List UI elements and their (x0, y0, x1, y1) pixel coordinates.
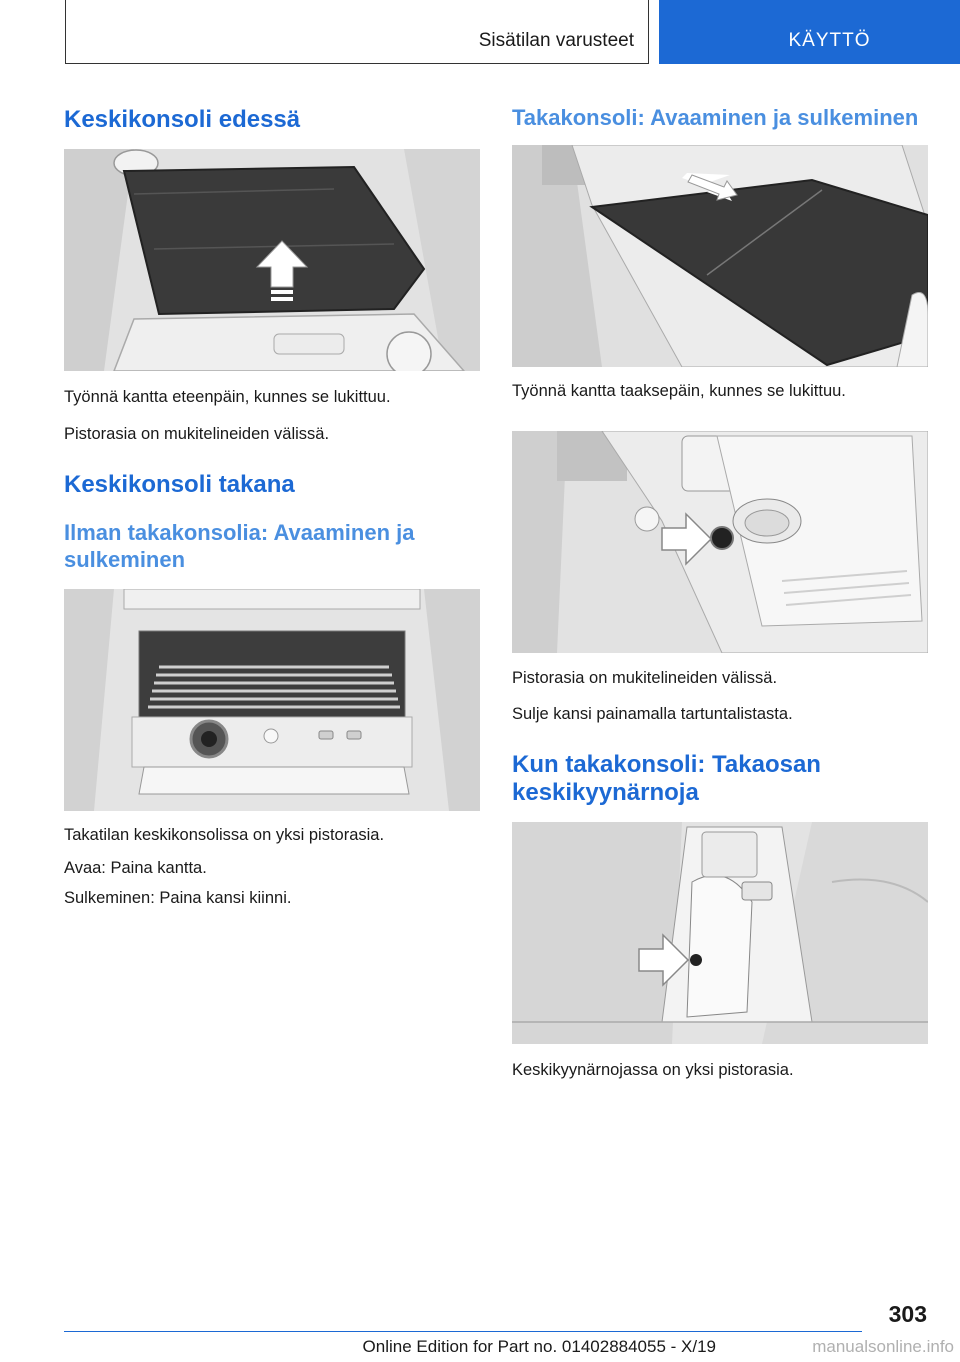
subheading-rear-console: Takakonsoli: Avaaminen ja sulkeminen (512, 105, 919, 130)
rear-cupholder-illustration (512, 431, 928, 653)
section-title: Sisätilan varusteet (478, 30, 634, 51)
header-bar: Sisätilan varusteet (65, 0, 649, 64)
right-column: Takakonsoli: Avaaminen ja sulkeminen Työ… (512, 104, 928, 1081)
front-fig-caption: Työnnä kantta eteenpäin, kunnes se lukit… (64, 388, 391, 406)
edition-note: Online Edition for Part no. 01402884055 … (362, 1337, 716, 1356)
heading-front-console: Keskikonsoli edessä (64, 106, 301, 133)
left-column: Keskikonsoli edessä Työnnä kantta eteenp… (64, 106, 480, 909)
rear-armrest-illustration (512, 822, 928, 1044)
rear-console-storage-illustration (64, 589, 480, 811)
front-console-illustration (64, 149, 480, 371)
page-number: 303 (888, 1301, 927, 1327)
heading-rear-armrest: Kun takakonsoli: Takaosan keskikyynärnoj… (512, 751, 821, 806)
close-lid-instruction: Sulje kansi painamalla tartuntalistasta. (512, 705, 793, 723)
rear-socket-caption: Pistorasia on mukitelineiden välissä. (512, 669, 778, 687)
open-instruction: Avaa: Paina kantta. (64, 859, 207, 877)
footer-divider (64, 1331, 862, 1332)
rear-lid-caption: Työnnä kantta taaksepäin, kunnes se luki… (512, 382, 846, 400)
subheading-no-rear-console: Ilman takakonsolia: Avaaminen ja sulkemi… (64, 520, 415, 572)
close-instruction: Sulkeminen: Paina kansi kiinni. (64, 889, 292, 907)
watermark: manualsonline.info (812, 1337, 954, 1356)
chapter-tab: KÄYTTÖ (659, 0, 960, 64)
rear-fig-caption: Takatilan keskikonsolissa on yksi pistor… (64, 826, 385, 844)
armrest-caption: Keskikyynärnojassa on yksi pistorasia. (512, 1061, 794, 1079)
front-socket-text: Pistorasia on mukitelineiden välissä. (64, 425, 330, 443)
chapter-tab-label: KÄYTTÖ (788, 30, 871, 51)
heading-rear-console: Keskikonsoli takana (64, 471, 295, 498)
rear-console-lid-illustration (512, 145, 928, 367)
